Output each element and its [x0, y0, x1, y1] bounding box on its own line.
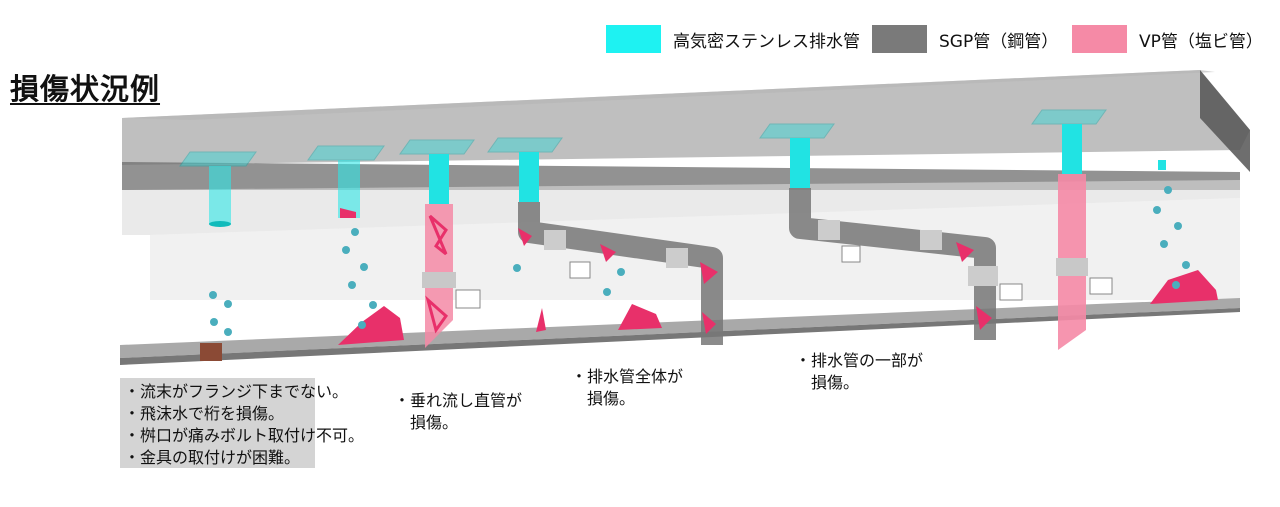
girder-damage	[1150, 270, 1218, 304]
note-line: ・桝口が痛みボルト取付け不可。	[124, 426, 365, 445]
pipe-clamp	[920, 230, 942, 250]
damage-mark	[702, 312, 716, 334]
damage-mark	[518, 228, 532, 246]
pipe-clamp	[1056, 258, 1088, 276]
damage-mark	[976, 306, 992, 330]
damage-mark	[428, 214, 448, 256]
note-line: 損傷。	[795, 373, 860, 392]
damage-mark	[600, 244, 616, 262]
stainless-pipe-6	[1062, 124, 1082, 174]
deck-top	[122, 70, 1215, 120]
stainless-pipe-1	[209, 166, 231, 224]
girder-flange	[122, 180, 1240, 235]
note-line: ・飛沫水で桁を損傷。	[124, 404, 285, 423]
page-title: 損傷状況例	[10, 72, 161, 106]
damage-mark	[956, 242, 974, 262]
note-partial: ・排水管の一部が 損傷。	[795, 350, 923, 394]
girder-damage	[338, 306, 404, 345]
legend-label: SGP管（鋼管）	[939, 31, 1059, 52]
stainless-pipe-3	[429, 154, 449, 204]
sgp-pipe-whole	[518, 202, 723, 345]
deck-flange-5	[759, 123, 835, 139]
deck-flange-6	[1031, 109, 1107, 125]
bottom-flange-edge	[120, 308, 1240, 365]
pipe-clamp	[544, 230, 566, 250]
bracket	[569, 261, 591, 279]
damage-mark	[340, 208, 356, 218]
deck-flange-4	[487, 137, 563, 153]
stainless-pipe-4	[519, 152, 539, 202]
pipe-1-end	[209, 221, 231, 227]
legend-swatch	[872, 25, 927, 53]
deck-flange-2	[307, 145, 385, 161]
legend-label: VP管（塩ビ管）	[1139, 31, 1263, 52]
legend-swatch	[1072, 25, 1127, 53]
deck-flange-1	[179, 151, 257, 167]
small-drain	[1158, 160, 1166, 170]
note-whole: ・排水管全体が 損傷。	[571, 366, 683, 410]
bottom-flange	[120, 298, 1240, 358]
note-line: ・排水管の一部が	[795, 351, 924, 370]
note-line: ・排水管全体が	[571, 367, 684, 386]
note-left: ・流末がフランジ下までない。 ・飛沫水で桁を損傷。 ・桝口が痛みボルト取付け不可…	[124, 381, 364, 469]
legend-label: 高気密ステンレス排水管	[673, 31, 860, 52]
bracket	[455, 289, 481, 309]
legend-item-sgp: SGP管（鋼管）	[872, 24, 1058, 54]
note-line: 損傷。	[394, 413, 459, 432]
stainless-pipe-2	[338, 160, 360, 218]
sgp-pipe-partial	[789, 188, 996, 340]
legend-swatch	[606, 25, 661, 53]
girder-damage	[536, 308, 546, 332]
bracket	[1089, 277, 1113, 295]
damage-mark	[700, 262, 718, 284]
legend-item-stainless: 高気密ステンレス排水管	[606, 24, 860, 54]
girder-damage	[618, 304, 662, 330]
note-line: 損傷。	[571, 389, 636, 408]
bracket	[999, 283, 1023, 301]
bracket	[841, 245, 861, 263]
legend-item-vp: VP管（塩ビ管）	[1072, 24, 1263, 54]
note-line: ・金具の取付けが困難。	[124, 448, 301, 467]
pipe-clamp	[968, 266, 998, 286]
note-vertical: ・垂れ流し直管が 損傷。	[394, 390, 522, 434]
stainless-pipe-5	[790, 138, 810, 188]
deck-flange-3	[399, 139, 475, 155]
deck-edge	[1200, 70, 1250, 172]
pipe-clamp	[818, 220, 840, 240]
deck-slab	[122, 70, 1250, 165]
note-line: ・垂れ流し直管が	[394, 391, 523, 410]
pipe-clamp	[422, 272, 456, 288]
pipe-clamp	[666, 248, 688, 268]
note-line: ・流末がフランジ下までない。	[124, 382, 349, 401]
drain-outlet	[200, 343, 222, 361]
damage-mark	[425, 295, 449, 334]
note-background	[120, 378, 315, 468]
